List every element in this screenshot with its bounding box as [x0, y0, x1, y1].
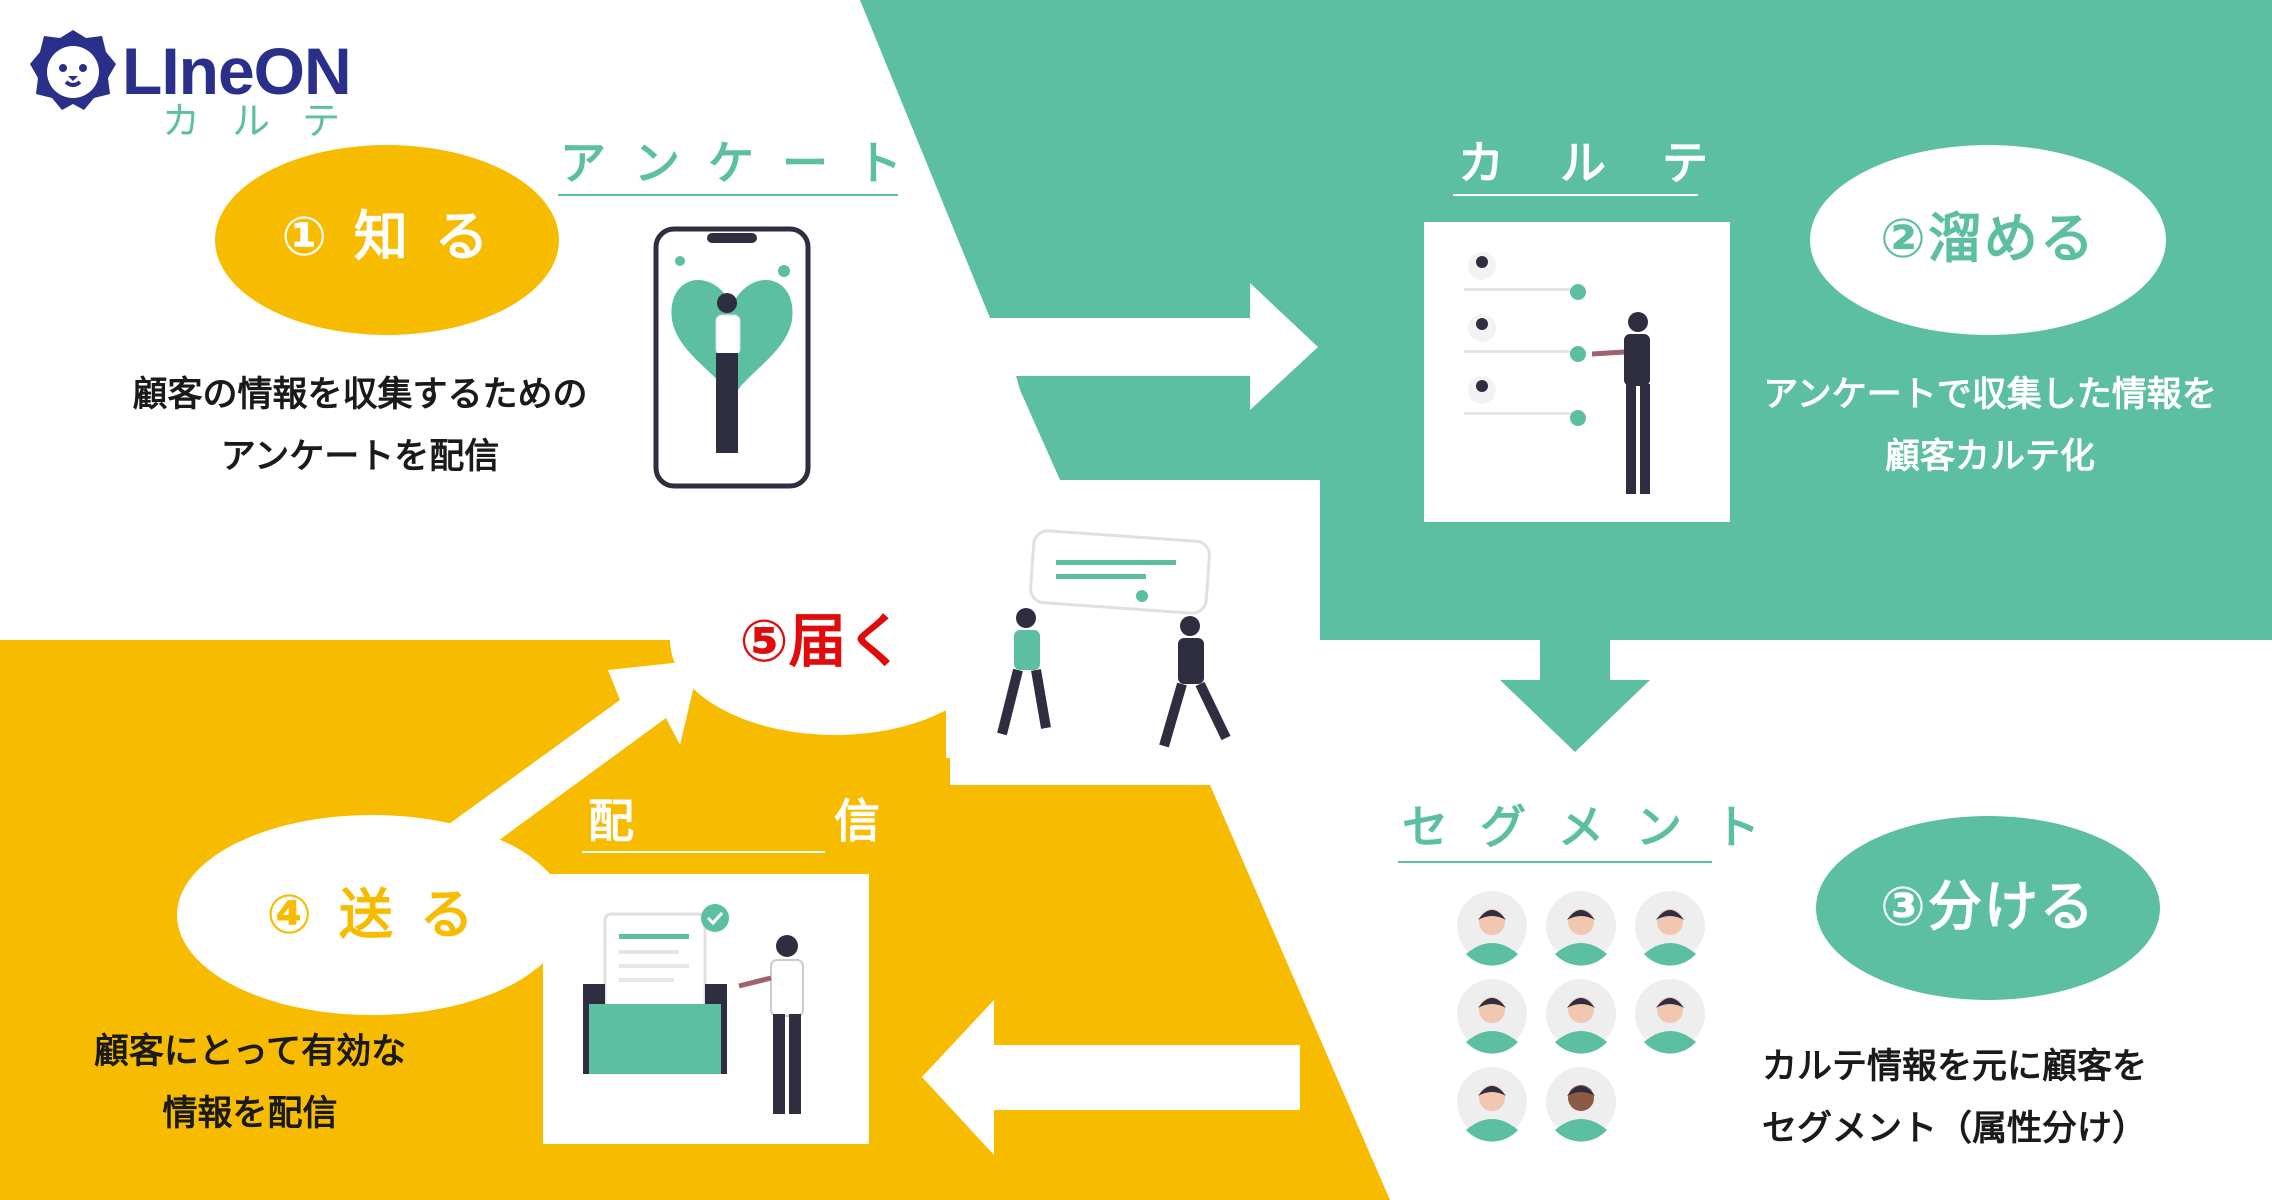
avatar-icon: [1546, 1067, 1616, 1142]
checklist-illustration: [1424, 222, 1730, 522]
avatar-icon: [1546, 979, 1616, 1054]
send-desc-line2: 情報を配信: [60, 1097, 440, 1132]
logo-subtitle: カ ル テ: [162, 102, 350, 140]
store-desc-line1: アンケートで収集した情報を: [1730, 378, 2250, 413]
send-desc-line1: 顧客にとって有効な: [60, 1035, 440, 1070]
segment-desc-line1: カルテ情報を元に顧客を: [1762, 1050, 2147, 1085]
avatar-icon: [1457, 891, 1527, 966]
arrow-down-to-segment: [1500, 640, 1650, 752]
avatar-grid-illustration: [1456, 890, 1716, 1150]
know-header: ア ン ケ ー ト: [560, 140, 908, 186]
avatar-icon: [1635, 891, 1705, 966]
know-desc-line2: アンケートを配信: [90, 440, 630, 475]
mail-delivery-illustration: [543, 874, 869, 1144]
logo-wordmark: LIneON: [122, 38, 351, 104]
know-title: ① 知 る: [215, 210, 559, 264]
send-title: ④ 送 る: [200, 888, 544, 942]
segment-header: セ グ メ ン ト: [1402, 804, 1768, 850]
avatar-icon: [1546, 891, 1616, 966]
lion-head-icon: [28, 26, 118, 114]
avatar-icon: [1635, 979, 1705, 1054]
logo: LIneON カ ル テ: [28, 24, 408, 144]
store-title: ②溜める: [1810, 212, 2166, 266]
store-desc-line2: 顧客カルテ化: [1730, 440, 2250, 475]
store-header: カ ル テ: [1458, 140, 1728, 186]
segment-title: ③分ける: [1816, 880, 2160, 934]
phone-survey-illustration: [652, 225, 812, 490]
know-desc-line1: 顧客の情報を収集するための: [90, 378, 630, 413]
reach-title: ⑤届く: [712, 612, 932, 670]
segment-desc-line2: セグメント（属性分け）: [1762, 1112, 2147, 1147]
celebration-illustration: [946, 508, 1264, 758]
avatar-icon: [1457, 979, 1527, 1054]
send-header: 配 信: [588, 798, 972, 844]
avatar-icon: [1457, 1067, 1527, 1142]
